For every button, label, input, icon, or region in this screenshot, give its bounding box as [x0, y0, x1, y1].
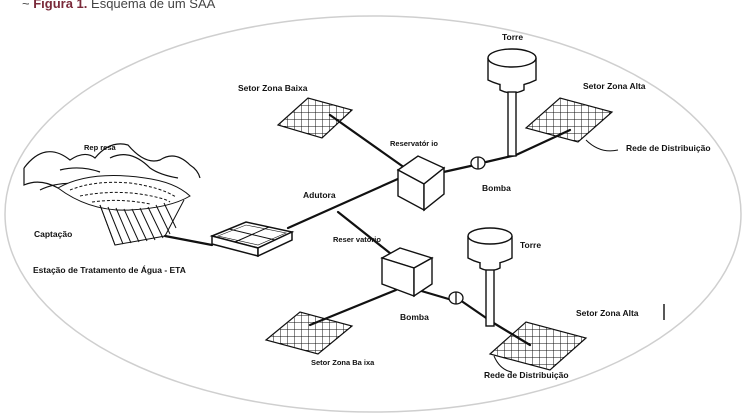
label-rede-distribuicao-bottom: Rede de Distribuição: [484, 370, 569, 380]
label-reservatorio-bottom: Reser vatório: [333, 235, 381, 244]
label-reservatorio-top: Reservatór io: [390, 139, 438, 148]
grid-setor-zona-alta-bottom: [488, 321, 588, 373]
label-setor-zona-alta-top: Setor Zona Alta: [583, 81, 646, 91]
figure-caption: ~ Figura 1. Esquema de um SAA: [22, 0, 215, 11]
label-eta: Estação de Tratamento de Água - ETA: [33, 265, 186, 275]
label-captacao: Captação: [34, 229, 72, 239]
pipelines: [163, 113, 572, 347]
label-torre-bottom: Torre: [520, 240, 541, 250]
caption-figure-number: Figura 1.: [33, 0, 88, 11]
label-represa: Rep resa: [84, 143, 117, 152]
grid-setor-zona-baixa-bottom: [264, 311, 354, 355]
grid-setor-zona-alta-top: [524, 97, 619, 152]
label-setor-zona-baixa-top: Setor Zona Baixa: [238, 83, 308, 93]
label-bomba-bottom: Bomba: [400, 312, 429, 322]
torre-top-tower: [487, 48, 537, 157]
bomba-bottom-pump: [448, 291, 464, 305]
captacao-intake: [57, 175, 191, 246]
label-rede-distribuicao-top: Rede de Distribuição: [626, 143, 711, 153]
label-torre-top: Torre: [502, 32, 523, 42]
reservatorio-bottom-tank: [380, 247, 434, 298]
torre-bottom-tower: [467, 227, 513, 327]
reservatorio-top-tank: [396, 155, 446, 212]
represa-dam: [23, 143, 201, 191]
label-adutora: Adutora: [303, 190, 336, 200]
caption-dash-icon: ~: [22, 0, 34, 11]
caption-title: Esquema de um SAA: [91, 0, 216, 11]
label-setor-zona-alta-bottom: Setor Zona Alta: [576, 308, 639, 318]
system-boundary-ellipse: [4, 15, 742, 413]
bomba-top-pump: [470, 156, 486, 170]
label-setor-zona-baixa-bottom: Setor Zona Ba ixa: [311, 358, 375, 367]
grid-setor-zona-baixa-top: [276, 97, 354, 139]
eta-treatment-station: [209, 221, 295, 258]
label-bomba-top: Bomba: [482, 183, 511, 193]
